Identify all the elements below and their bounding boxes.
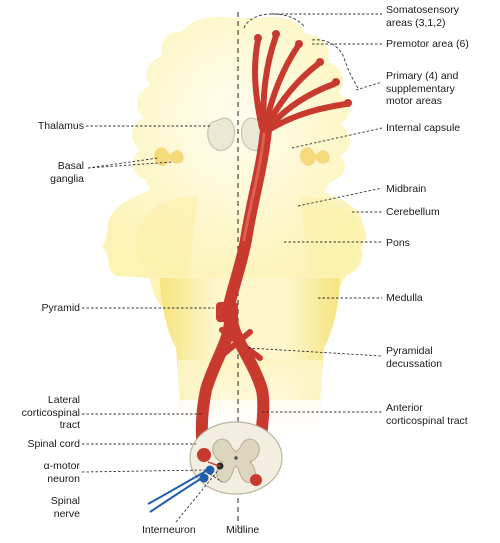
label-pyramidal-decussation: Pyramidal decussation: [386, 345, 443, 370]
label-pons: Pons: [386, 237, 410, 249]
label-midline: Midline: [226, 524, 260, 536]
corticospinal-tract: [195, 30, 352, 488]
label-internal-capsule: Internal capsule: [386, 122, 461, 134]
label-basal-ganglia: Basal ganglia: [50, 160, 84, 185]
label-midbrain: Midbrain: [386, 183, 427, 195]
premotor-outline: [311, 39, 359, 89]
label-lateral-corticospinal-tract: Lateral corticospinal tract: [21, 394, 80, 431]
brain-outline: [102, 16, 366, 440]
basal-ganglia: [154, 147, 330, 166]
label-alpha-motor-neuron: α-motor neuron: [43, 460, 80, 485]
label-thalamus: Thalamus: [37, 120, 84, 132]
label-interneuron: Interneuron: [142, 524, 196, 536]
label-cerebellum: Cerebellum: [386, 206, 440, 218]
label-anterior-corticospinal-tract: Anterior corticospinal tract: [386, 402, 468, 427]
label-spinal-cord: Spinal cord: [27, 438, 80, 450]
leader-lines: [81, 13, 383, 523]
label-primary-motor: Primary (4) and supplementary motor area…: [386, 70, 459, 107]
label-spinal-nerve: Spinal nerve: [50, 495, 80, 520]
label-somatosensory: Somatosensory areas (3,1,2): [386, 4, 459, 29]
label-premotor: Premotor area (6): [386, 38, 469, 50]
label-medulla: Medulla: [386, 292, 423, 304]
spinal-cord-section: [147, 421, 283, 513]
label-pyramid: Pyramid: [41, 302, 80, 314]
